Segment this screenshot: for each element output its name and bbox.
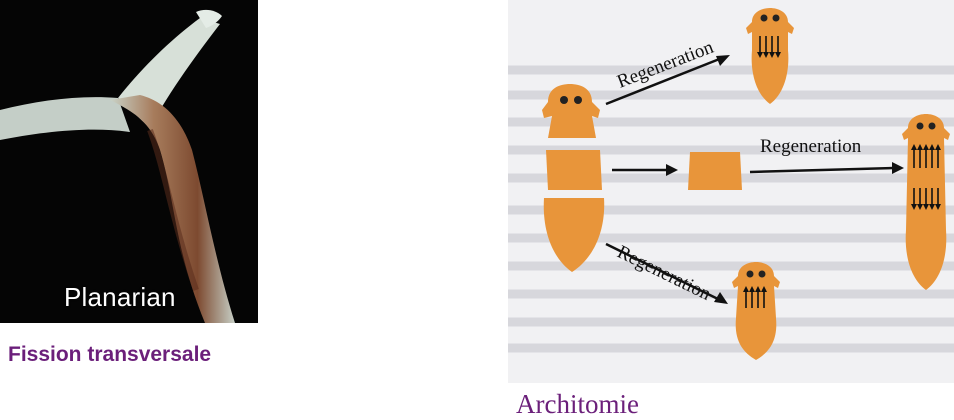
eye-right-icon — [574, 96, 582, 104]
arrow-top-head-icon — [716, 55, 730, 66]
worm-body — [110, 95, 235, 323]
arrow-top-label: Regeneration — [614, 37, 717, 93]
worm-piece-tail — [543, 198, 605, 272]
eye-left-icon — [560, 96, 568, 104]
arrow-middle-label: Regeneration — [760, 136, 862, 157]
right-caption: Architomie — [516, 389, 639, 419]
planarian-photo: Planarian — [0, 0, 258, 323]
bottom-worm-growth-marks — [745, 290, 765, 308]
middle-worm-growth-marks — [913, 148, 939, 206]
middle-worm-growth-arrowheads — [911, 144, 941, 210]
arrow-middle-long-head-icon — [892, 162, 904, 174]
arrow-middle-short-head-icon — [666, 164, 678, 176]
worm-gut — [147, 128, 199, 291]
arrow-bottom — [605, 242, 721, 302]
bottom-worm-growth-arrowheads — [743, 286, 767, 292]
arrow-top — [605, 56, 723, 106]
worm-middle-fragment — [688, 152, 742, 190]
regenerated-worm-bottom — [732, 262, 780, 360]
top-worm-growth-arrowheads — [757, 52, 781, 58]
middle-worm-eye-left-icon — [916, 122, 924, 130]
bottom-worm-eye-left-icon — [746, 270, 754, 278]
worm-left-branch — [0, 97, 130, 140]
regenerated-worm-top — [746, 8, 794, 104]
top-worm-growth-marks — [759, 36, 779, 54]
photo-label: Planarian — [64, 282, 176, 312]
top-worm-eye-left-icon — [760, 14, 768, 22]
top-worm-eye-right-icon — [772, 14, 780, 22]
bottom-worm-eye-right-icon — [758, 270, 766, 278]
arrow-bottom-head-icon — [714, 292, 728, 304]
regeneration-diagram: Regeneration Regeneration Regeneration — [508, 0, 954, 383]
middle-worm-eye-right-icon — [928, 122, 936, 130]
worm-piece-middle — [546, 150, 602, 190]
left-caption: Fission transversale — [8, 343, 212, 366]
worm-piece-head — [542, 84, 600, 138]
worm-head — [196, 9, 222, 28]
diagram-canvas: Regeneration Regeneration Regeneration — [508, 8, 954, 360]
arrow-middle-long — [749, 166, 895, 174]
planarian-illustration — [0, 9, 235, 323]
